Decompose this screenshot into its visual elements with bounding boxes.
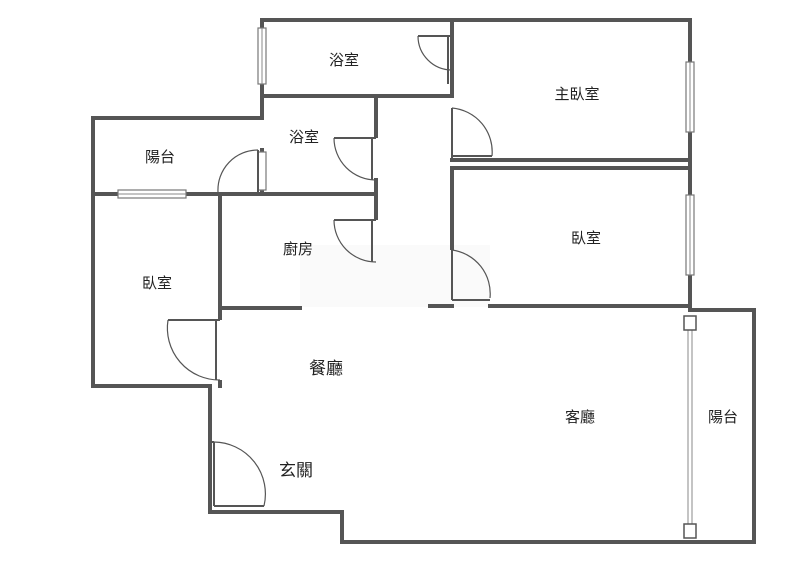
walls — [91, 18, 756, 544]
watermark — [300, 245, 490, 307]
room-label-dining: 餐廳 — [309, 359, 343, 379]
doors — [166, 35, 493, 507]
room-label-bath-top: 浴室 — [329, 51, 359, 69]
room-label-entrance: 玄關 — [279, 461, 313, 481]
room-label-bath-inner: 浴室 — [289, 128, 319, 146]
room-label-living: 客廳 — [565, 408, 595, 426]
room-label-bedroom-left: 臥室 — [142, 274, 172, 292]
room-label-balcony-left: 陽台 — [145, 148, 175, 166]
room-label-bedroom-right: 臥室 — [571, 229, 601, 247]
room-label-kitchen: 廚房 — [283, 240, 313, 258]
windows — [117, 27, 697, 539]
room-label-master-bedroom: 主臥室 — [554, 85, 599, 103]
room-label-balcony-right: 陽台 — [708, 408, 738, 426]
